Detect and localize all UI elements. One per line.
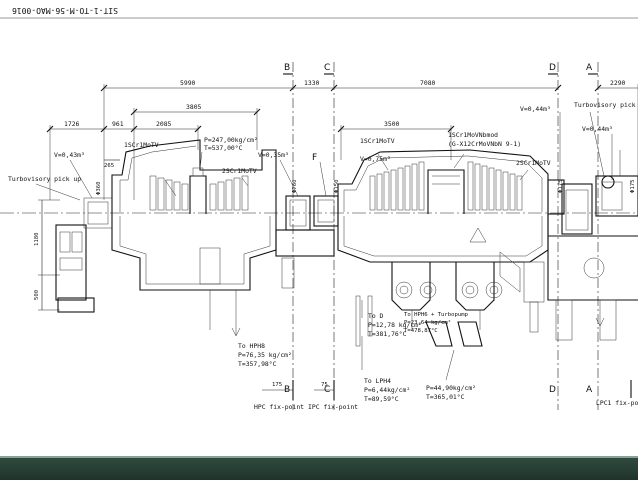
dim-1726: 1726 — [64, 120, 80, 128]
section-a-top: A — [586, 63, 593, 73]
drawing-sheet: SIT-1-TO-M-56-MAO-0016 B C D A B C D A — [0, 6, 638, 411]
dim-2085: 2085 — [156, 120, 172, 128]
dim-75: 75 — [321, 382, 328, 388]
dim-500: 500 — [34, 290, 40, 300]
temp-36501: T=365,01°C — [426, 393, 465, 401]
hpc-fix-point: HPC fix-point — [254, 403, 304, 411]
dim-7080: 7080 — [420, 79, 436, 87]
to-lph4: To LPH4 — [364, 377, 391, 385]
dimension-lines: 5990 1330 7080 2290 3805 1726 961 2085 3… — [34, 79, 638, 391]
f-marker: F — [312, 153, 317, 163]
section-b-top: B — [284, 63, 290, 73]
hp-turbine-section — [55, 139, 339, 337]
pressure-2364: P=23,64 kg/cm² — [404, 319, 451, 326]
section-c-top: C — [324, 63, 330, 73]
dim-175: 175 — [272, 382, 282, 388]
ipc-fix-point: IPC fix-point — [308, 403, 358, 411]
dim-2290: 2290 — [610, 79, 626, 87]
leader-lines — [35, 111, 613, 381]
material-1scr-b: 1SCr1MoTV — [360, 137, 395, 145]
temp-38176: T=381,76°C — [368, 330, 407, 338]
dim-961: 961 — [112, 120, 124, 128]
volume-044-right: V=0,44m³ — [582, 125, 613, 133]
volume-043: V=0,43m³ — [54, 151, 85, 159]
section-markers: B C D A B C D A — [283, 62, 599, 410]
turbovisory-right: Turbovisory pick up — [574, 101, 638, 109]
to-hph6: To HPH6 + Turbopump — [404, 312, 469, 318]
material-1scr-a: 1SCr1MoTV — [124, 141, 159, 149]
presentation-footer-bar — [0, 456, 638, 480]
dia-760: Φ760 — [292, 180, 298, 193]
steam-temp-537: T=537,00°C — [204, 144, 243, 152]
volume-044: V=0,44m³ — [520, 105, 551, 113]
to-hph8: To HPH8 — [238, 342, 265, 350]
dia-175-right: Φ175 — [630, 180, 636, 193]
dim-1330: 1330 — [304, 79, 320, 87]
material-2scr-a: 2SCr1MoTV — [222, 167, 257, 175]
dia-360: Φ360 — [96, 182, 102, 195]
temp-8959: T=89,59°C — [364, 395, 399, 403]
lp-turbine-section — [547, 150, 638, 341]
section-a-bottom: A — [586, 385, 593, 395]
steam-pressure-247: P=247,00kg/cm² — [204, 136, 258, 144]
dim-265: 265 — [104, 163, 114, 169]
temp-47887: T=478,87°C — [404, 328, 438, 334]
pressure-1278: P=12,78 kg/cm² — [368, 321, 422, 329]
document-id: SIT-1-TO-M-56-MAO-0016 — [12, 6, 118, 15]
to-d: To D — [368, 312, 384, 320]
document-id-strip: SIT-1-TO-M-56-MAO-0016 — [0, 6, 638, 19]
material-mod-1: 1SCr1MoVNbmod — [448, 131, 498, 139]
dim-3805: 3805 — [186, 103, 202, 111]
dia-150: Φ150 — [334, 180, 340, 193]
lpc1-fix-point: LPC1 fix-point — [596, 399, 638, 407]
pressure-644: P=6,44kg/cm² — [364, 386, 410, 394]
section-d-bottom: D — [549, 385, 556, 395]
volume-075: V=0,75m³ — [360, 155, 391, 163]
dim-5990: 5990 — [180, 79, 196, 87]
dia-175: Φ175 — [558, 180, 564, 193]
material-mod-2: (G-X12CrMoVNbN 9-1) — [448, 140, 521, 148]
dim-1180: 1180 — [34, 233, 40, 246]
annotation-labels: V=0,43m³ Turbovisory pick up 1SCr1MoTV P… — [8, 101, 638, 411]
pressure-7635: P=76,35 kg/cm² — [238, 351, 292, 359]
material-2scr-b: 2SCr1MoTV — [516, 159, 551, 167]
temp-35798: T=357,98°C — [238, 360, 277, 368]
turbine-section-drawing: SIT-1-TO-M-56-MAO-0016 B C D A B C D A — [0, 6, 638, 411]
section-d-top: D — [549, 63, 556, 73]
pressure-4490: P=44,90kg/cm² — [426, 384, 476, 392]
turbovisory-left: Turbovisory pick up — [8, 175, 81, 183]
fix-point-markers — [292, 380, 632, 400]
dim-3500: 3500 — [384, 120, 400, 128]
volume-035: V=0,35m³ — [258, 151, 289, 159]
